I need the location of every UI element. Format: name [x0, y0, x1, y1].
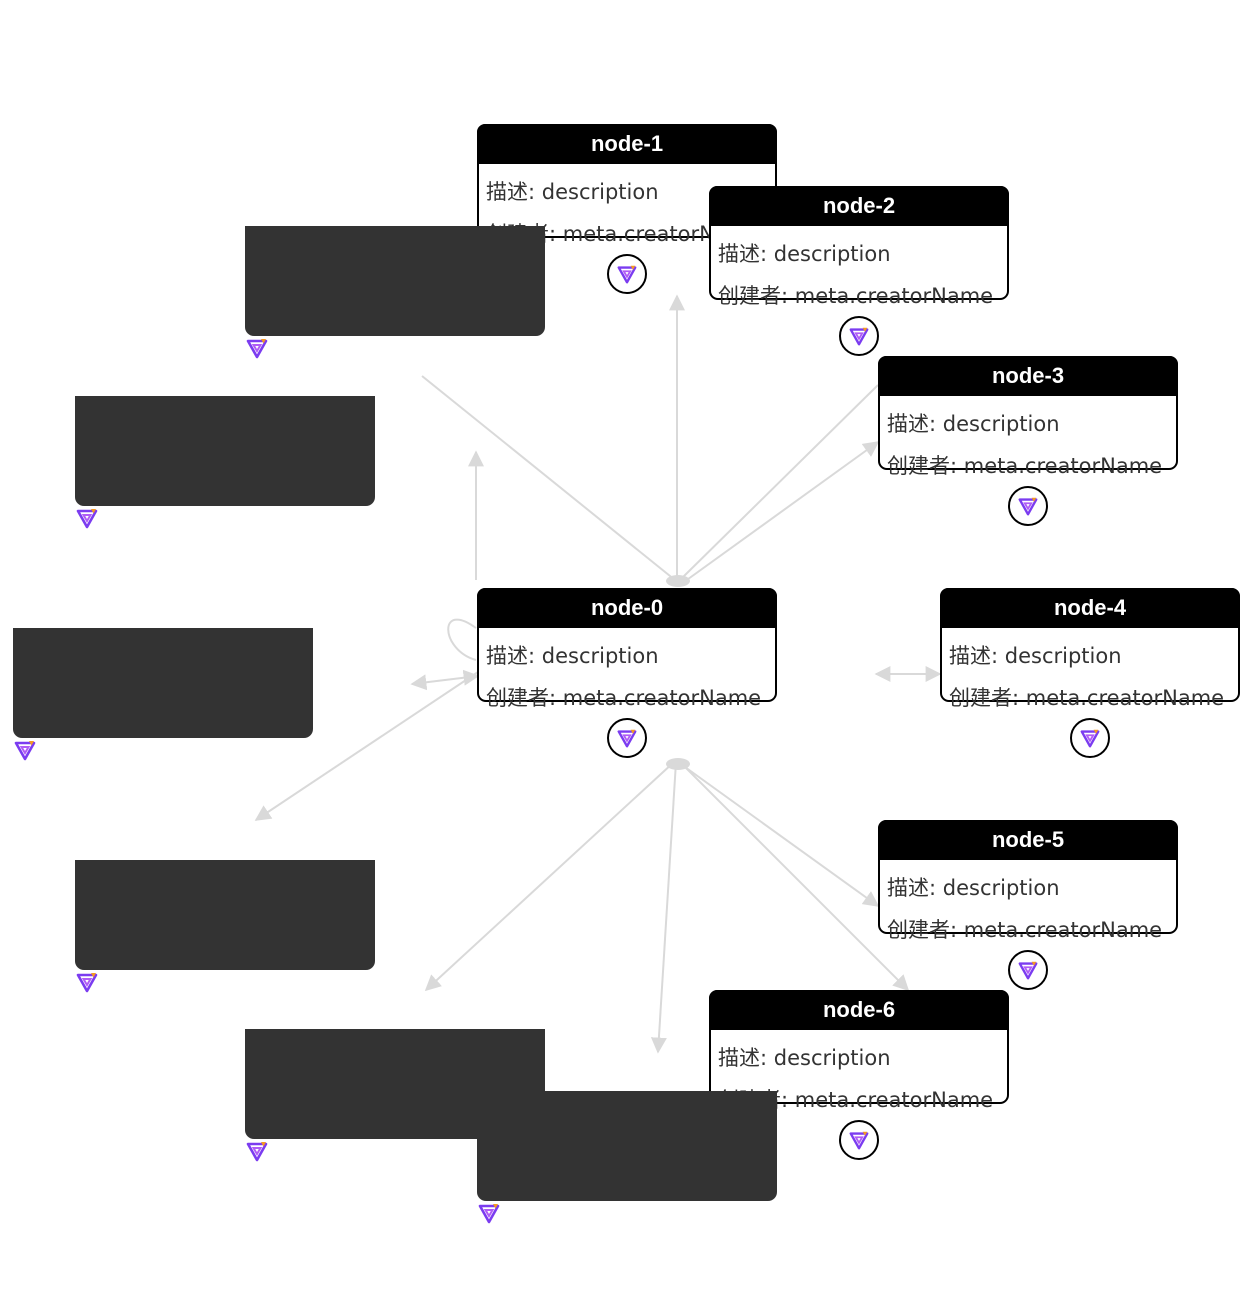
redacted-block — [75, 860, 375, 970]
edge — [447, 618, 477, 661]
edge — [679, 384, 879, 581]
triangle-logo-icon — [75, 506, 99, 530]
node-title: node-0 — [477, 588, 777, 628]
node-card-4[interactable]: node-4 描述: description 创建者: meta.creator… — [940, 588, 1240, 758]
edge-junction — [666, 758, 690, 770]
creator-row: 创建者: meta.creatorName — [887, 918, 1163, 942]
node-title: node-3 — [878, 356, 1178, 396]
triangle-logo-icon — [1080, 729, 1100, 748]
node-expand-button[interactable] — [1070, 718, 1110, 758]
node-expand-button[interactable] — [839, 316, 879, 356]
node-card-6[interactable]: node-6 描述: description 创建者: meta.creator… — [709, 990, 1009, 1160]
triangle-logo-icon — [75, 970, 99, 994]
creator-row: 创建者: meta.creatorName — [949, 686, 1225, 710]
creator-value: meta.creatorName — [963, 454, 1163, 478]
description-value: description — [1004, 644, 1122, 668]
description-key: 描述 — [949, 644, 991, 668]
redacted-block — [245, 226, 545, 336]
description-value: description — [942, 876, 1060, 900]
node-title: node-4 — [940, 588, 1240, 628]
creator-value: meta.creatorName — [562, 686, 762, 710]
node-card-0[interactable]: node-0 描述: description 创建者: meta.creator… — [477, 588, 777, 758]
description-row: 描述: description — [718, 1046, 891, 1070]
description-row: 描述: description — [486, 180, 659, 204]
creator-key: 创建者 — [718, 284, 781, 308]
edge — [254, 671, 479, 821]
creator-key: 创建者 — [486, 686, 549, 710]
description-key: 描述 — [887, 876, 929, 900]
creator-value: meta.creatorName — [794, 284, 994, 308]
redacted-block — [13, 628, 313, 738]
description-value: description — [541, 180, 659, 204]
description-key: 描述 — [718, 1046, 760, 1070]
triangle-logo-icon — [477, 1201, 501, 1225]
edge — [410, 669, 480, 691]
creator-key: 创建者 — [887, 918, 950, 942]
description-key: 描述 — [887, 412, 929, 436]
creator-value: meta.creatorName — [1025, 686, 1225, 710]
node-expand-button[interactable] — [607, 254, 647, 294]
node-card-2[interactable]: node-2 描述: description 创建者: meta.creator… — [709, 186, 1009, 356]
creator-row: 创建者: meta.creatorName — [486, 686, 762, 710]
description-key: 描述 — [486, 180, 528, 204]
description-value: description — [942, 412, 1060, 436]
creator-key: 创建者 — [949, 686, 1012, 710]
description-key: 描述 — [486, 644, 528, 668]
triangle-logo-icon — [617, 265, 637, 284]
edge — [424, 761, 675, 992]
node-title: node-2 — [709, 186, 1009, 226]
description-row: 描述: description — [887, 876, 1060, 900]
node-title: node-6 — [709, 990, 1009, 1030]
redacted-block — [75, 396, 375, 506]
node-title: node-5 — [878, 820, 1178, 860]
node-expand-button[interactable] — [839, 1120, 879, 1160]
creator-row: 创建者: meta.creatorName — [887, 454, 1163, 478]
edge — [683, 441, 880, 583]
creator-value: meta.creatorName — [963, 918, 1163, 942]
triangle-logo-icon — [245, 336, 269, 360]
edge — [650, 761, 677, 1054]
node-expand-button[interactable] — [607, 718, 647, 758]
creator-key: 创建者 — [887, 454, 950, 478]
description-value: description — [773, 242, 891, 266]
node-expand-button[interactable] — [1008, 486, 1048, 526]
node-card-5[interactable]: node-5 描述: description 创建者: meta.creator… — [878, 820, 1178, 990]
edge — [421, 375, 676, 581]
triangle-logo-icon — [617, 729, 637, 748]
triangle-logo-icon — [1018, 497, 1038, 516]
description-value: description — [541, 644, 659, 668]
description-value: description — [773, 1046, 891, 1070]
edge — [679, 761, 910, 992]
node-expand-button[interactable] — [1008, 950, 1048, 990]
redacted-block — [477, 1091, 777, 1201]
edge-junction — [666, 575, 690, 587]
description-row: 描述: description — [718, 242, 891, 266]
triangle-logo-icon — [849, 1131, 869, 1150]
creator-value: meta.creatorName — [794, 1088, 994, 1112]
node-title: node-1 — [477, 124, 777, 164]
edge — [677, 761, 880, 907]
node-card-3[interactable]: node-3 描述: description 创建者: meta.creator… — [878, 356, 1178, 526]
triangle-logo-icon — [245, 1139, 269, 1163]
triangle-logo-icon — [849, 327, 869, 346]
description-row: 描述: description — [486, 644, 659, 668]
description-row: 描述: description — [949, 644, 1122, 668]
description-key: 描述 — [718, 242, 760, 266]
triangle-logo-icon — [13, 738, 37, 762]
description-row: 描述: description — [887, 412, 1060, 436]
triangle-logo-icon — [1018, 961, 1038, 980]
creator-row: 创建者: meta.creatorName — [718, 284, 994, 308]
